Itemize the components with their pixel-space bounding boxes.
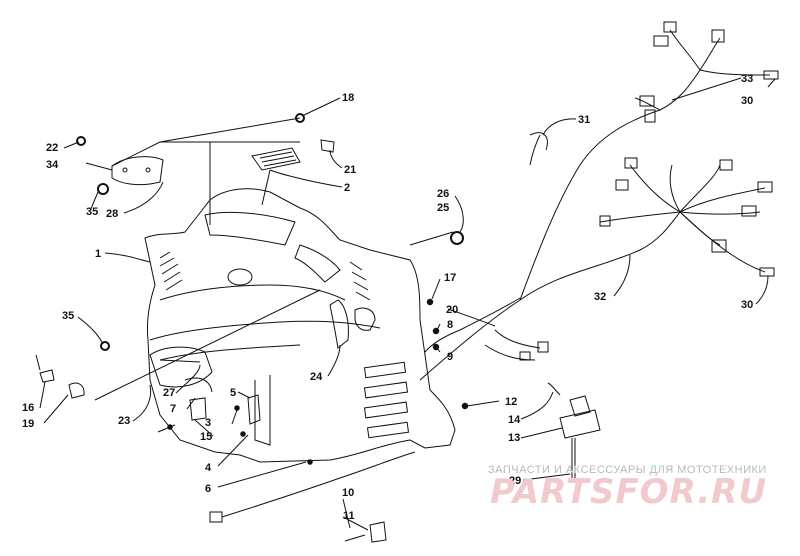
callout-labels: 1 2 3 4 5 6 7 8 9 10 11 12 13 14 15 16 1…: [22, 73, 753, 522]
watermark: ЗАПЧАСТИ И АКСЕССУАРЫ ДЛЯ МОТОТЕХНИКИ PA…: [488, 464, 767, 512]
console-housing: [144, 188, 456, 463]
vent-plate: [251, 147, 301, 171]
callout-32: 32: [594, 291, 606, 303]
callout-25: 25: [437, 202, 449, 214]
callout-2: 2: [344, 182, 350, 194]
callout-10: 10: [342, 487, 354, 499]
callout-27: 27: [163, 387, 175, 399]
callout-21: 21: [344, 164, 356, 176]
switch-cover: [94, 289, 321, 401]
callout-23: 23: [118, 415, 130, 427]
callout-3: 3: [205, 417, 211, 429]
hardware: [39, 113, 469, 543]
callout-4: 4: [205, 462, 212, 474]
callout-12: 12: [505, 396, 517, 408]
callout-30-upper: 30: [741, 95, 753, 107]
callout-24: 24: [310, 371, 323, 383]
callout-19: 19: [22, 418, 34, 430]
callout-15: 15: [200, 431, 212, 443]
callout-1: 1: [95, 248, 101, 260]
callout-34: 34: [46, 159, 59, 171]
callout-30-lower: 30: [741, 299, 753, 311]
leader-lines: [35, 77, 776, 531]
callout-11: 11: [343, 510, 355, 522]
mounting-bracket: [111, 156, 164, 186]
watermark-tagline: ЗАПЧАСТИ И АКСЕССУАРЫ ДЛЯ МОТОТЕХНИКИ: [488, 464, 767, 476]
callout-22: 22: [46, 142, 58, 154]
callout-28: 28: [106, 208, 118, 220]
wiring-harness: [209, 21, 779, 523]
callout-29: 29: [509, 475, 521, 487]
callout-26: 26: [437, 188, 449, 200]
callout-18: 18: [342, 92, 354, 104]
callout-33: 33: [741, 73, 753, 85]
ground-cable: [221, 451, 416, 518]
callout-7: 7: [170, 403, 176, 415]
callout-9: 9: [447, 351, 453, 363]
callout-5: 5: [230, 387, 236, 399]
callout-13: 13: [508, 432, 520, 444]
callout-14: 14: [508, 414, 521, 426]
callout-17: 17: [444, 272, 456, 284]
callout-35-lower: 35: [62, 310, 74, 322]
callout-6: 6: [205, 483, 211, 495]
toggle-switch: [547, 382, 601, 478]
callout-20: 20: [446, 304, 458, 316]
callout-8: 8: [447, 319, 453, 331]
watermark-logo: PARTSFOR.RU: [490, 472, 767, 512]
callout-16: 16: [22, 402, 34, 414]
callout-35-upper: 35: [86, 206, 98, 218]
callout-31: 31: [578, 114, 590, 126]
